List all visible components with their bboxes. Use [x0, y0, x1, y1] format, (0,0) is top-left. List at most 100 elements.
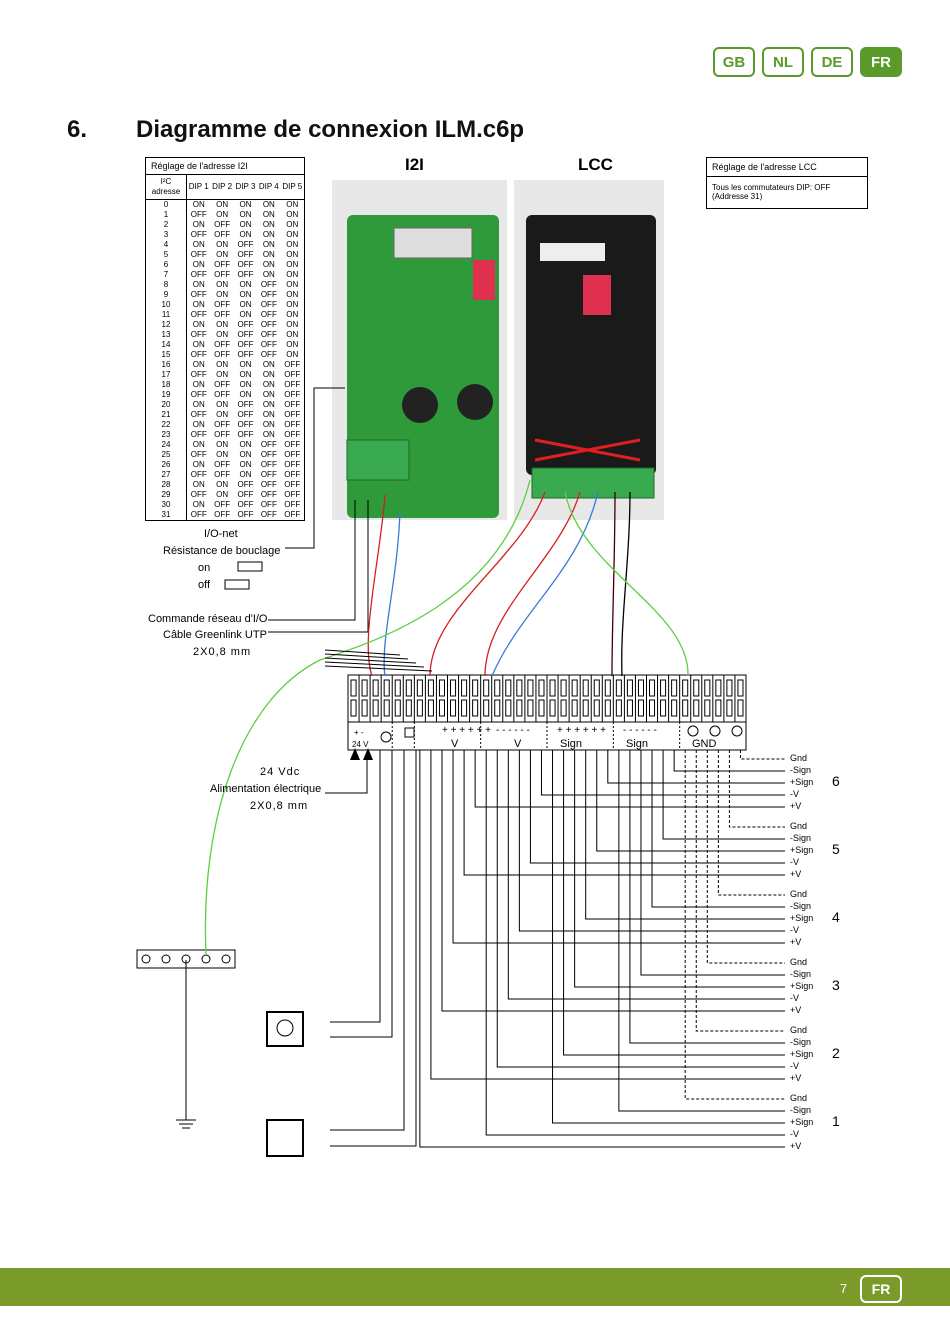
dip-cell: ON: [192, 380, 205, 389]
page-number: 7: [840, 1281, 848, 1296]
dip-cell: ON: [286, 270, 299, 279]
terminal-screw: [383, 699, 390, 717]
output-line-label: -V: [790, 789, 799, 799]
col-header-dip: DIP 5: [282, 182, 303, 191]
cable-wire: [324, 661, 425, 668]
dip-cell: ON: [239, 310, 252, 319]
gnd-label: GND: [692, 738, 717, 750]
address-cell: 13: [145, 330, 187, 340]
terminal-screw: [593, 699, 600, 717]
dip-cell: OFF: [237, 350, 254, 359]
arrow-icon: [363, 748, 373, 760]
lang-button-de[interactable]: DE: [811, 47, 853, 77]
output-wire: [739, 750, 785, 760]
dip-cell: ON: [286, 310, 299, 319]
output-wire: [552, 750, 785, 1124]
output-line-label: Gnd: [790, 821, 808, 831]
terminal-screw: [372, 679, 379, 697]
terminal-screw: [494, 679, 501, 697]
dip-cell: ON: [286, 230, 299, 239]
blue-wire: [383, 509, 401, 677]
dip-cell: ON: [216, 320, 229, 329]
dip-cell: ON: [216, 400, 229, 409]
dip-cell: OFF: [260, 460, 277, 469]
terminal-screw: [483, 699, 490, 717]
connector-hole: [201, 954, 211, 964]
dip-cell: OFF: [260, 480, 277, 489]
dip-cell: ON: [216, 280, 229, 289]
output-wire: [673, 750, 785, 772]
output-line-label: +V: [790, 1141, 802, 1151]
connector-hole: [221, 954, 231, 964]
dip-cell: OFF: [190, 370, 207, 379]
lang-button-nl[interactable]: NL: [762, 47, 804, 77]
output-wire: [529, 750, 785, 864]
dip-cell: OFF: [260, 510, 277, 519]
address-cell: 30: [145, 500, 187, 510]
dip-cell: ON: [216, 410, 229, 419]
dip-cell: ON: [286, 350, 299, 359]
dip-cell: ON: [216, 360, 229, 369]
dip-cell: OFF: [237, 270, 254, 279]
address-cell: 2: [145, 220, 187, 230]
signplus-label: Sign: [560, 738, 583, 750]
capacitor: [457, 384, 493, 420]
dip-cell: ON: [216, 490, 229, 499]
terminal-screw: [582, 699, 589, 717]
output-line-label: +V: [790, 869, 802, 879]
output-line-label: -Sign: [790, 969, 812, 979]
terminal-screw: [405, 699, 412, 717]
dip-cell: ON: [192, 500, 205, 509]
terminal-screw: [350, 679, 357, 697]
address-cell: 23: [145, 430, 187, 440]
terminal-screw: [450, 699, 457, 717]
page-title: Diagramme de connexion ILM.c6p: [136, 116, 525, 143]
dip-cell: OFF: [284, 360, 301, 369]
dip-cell: ON: [216, 370, 229, 379]
dip-cell: ON: [262, 430, 275, 439]
output-line-label: +Sign: [790, 1117, 814, 1127]
lang-button-gb[interactable]: GB: [713, 47, 755, 77]
output-wire: [441, 750, 785, 1012]
output-wire: [496, 750, 785, 1068]
lang-button-fr[interactable]: FR: [860, 47, 902, 77]
lcc-address-box: Réglage de l'adresse LCC Tous les commut…: [706, 157, 868, 209]
dip-cell: OFF: [237, 340, 254, 349]
terminal-screw: [704, 679, 711, 697]
address-cell: 14: [145, 340, 187, 350]
output-line-label: +V: [790, 801, 802, 811]
cross-mark: [534, 438, 641, 462]
jumper-off-icon: [224, 579, 250, 590]
dip-cell: OFF: [214, 390, 231, 399]
cable-wire: [324, 649, 401, 656]
dip-cell: ON: [216, 480, 229, 489]
dip-cell: OFF: [190, 430, 207, 439]
i2i-label: I2I: [405, 155, 424, 174]
vdc-label: 24 Vdc: [260, 766, 301, 778]
dip-cell: OFF: [237, 420, 254, 429]
output-wire: [563, 750, 785, 1056]
output-wire: [607, 750, 785, 784]
output-line-label: Gnd: [790, 753, 808, 763]
terminal-screw: [715, 679, 722, 697]
dip-cell: OFF: [284, 480, 301, 489]
terminal-screw: [637, 699, 645, 717]
ground-icon: [687, 725, 699, 737]
dip-cell: ON: [286, 260, 299, 269]
terminal-screw: [682, 699, 689, 717]
section-number: 6.: [67, 116, 88, 143]
dip-cell: ON: [192, 320, 205, 329]
dip-cell: OFF: [214, 340, 231, 349]
output-number: 1: [832, 1113, 840, 1129]
dip-cell: ON: [192, 400, 205, 409]
output-line-label: +Sign: [790, 913, 814, 923]
dip-cell: OFF: [237, 410, 254, 419]
